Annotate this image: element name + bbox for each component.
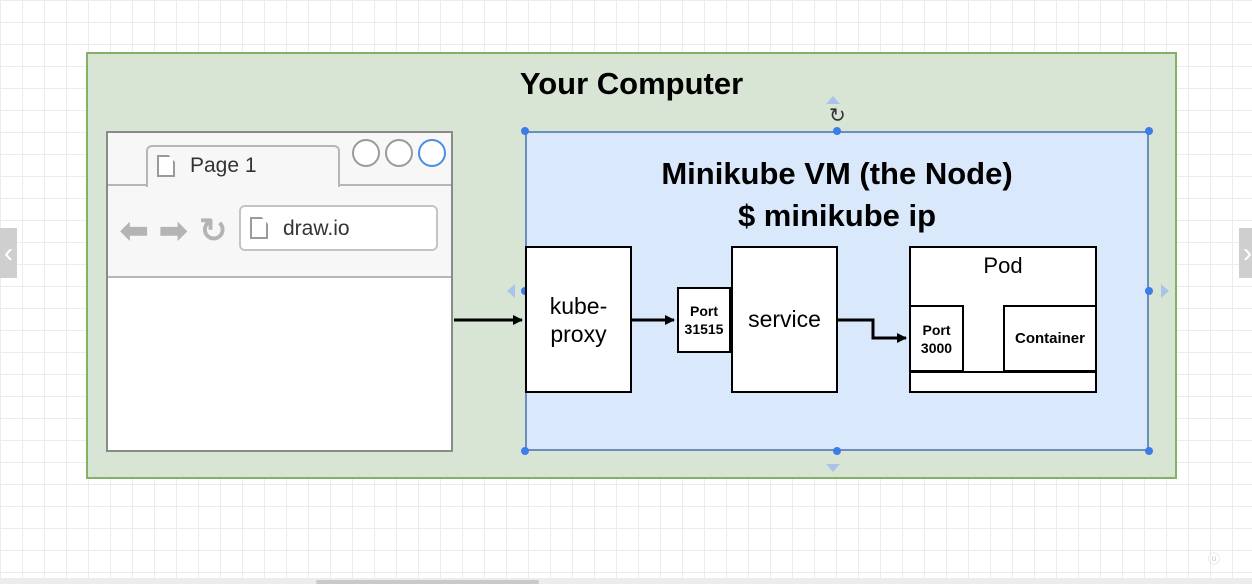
resize-handle[interactable] <box>521 447 529 455</box>
browser-tab-label: Page 1 <box>190 154 257 177</box>
reload-icon: ↻ <box>199 212 228 250</box>
hint-arrow-icon <box>507 284 515 298</box>
horizontal-scrollbar[interactable] <box>0 578 1252 584</box>
resize-handle[interactable] <box>521 127 529 135</box>
window-button-icon <box>385 139 413 167</box>
kube-proxy-box[interactable]: kube- proxy <box>525 246 632 393</box>
pod-port-label-line2: 3000 <box>920 339 953 356</box>
node-title-line2: $ minikube ip <box>737 198 937 233</box>
pod-port-label-line1: Port <box>922 321 951 338</box>
rotate-icon[interactable]: ↻ <box>829 105 846 127</box>
kube-proxy-label-line1: kube- <box>549 292 608 319</box>
service-box[interactable]: service <box>731 246 838 393</box>
node-port-label-line2: 31515 <box>684 321 724 337</box>
your-computer-title: Your Computer <box>519 66 744 101</box>
document-icon <box>157 155 175 177</box>
container-label: Container <box>1014 330 1085 347</box>
hint-arrow-icon <box>826 96 840 104</box>
service-label: service <box>748 306 821 332</box>
window-button-icon <box>352 139 380 167</box>
resize-handle[interactable] <box>833 447 841 455</box>
url-text: draw.io <box>283 217 350 240</box>
resize-handle[interactable] <box>1145 127 1153 135</box>
pod-label: Pod <box>983 253 1023 278</box>
kube-proxy-label-line2: proxy <box>550 320 607 347</box>
watermark-logo: ⓤ <box>1208 552 1221 566</box>
node-title-line1: Minikube VM (the Node) <box>661 156 1013 191</box>
pod-port-box[interactable]: Port 3000 <box>909 305 964 372</box>
hint-arrow-icon <box>826 464 840 472</box>
resize-handle[interactable] <box>1145 447 1153 455</box>
resize-handle[interactable] <box>1145 287 1153 295</box>
document-icon <box>250 217 268 239</box>
arrow-service-to-pod-port <box>838 318 907 343</box>
node-title: Minikube VM (the Node) $ minikube ip <box>525 153 1149 237</box>
pod-inner-line <box>911 371 1095 373</box>
window-button-active-icon <box>418 139 446 167</box>
browser-tab[interactable] <box>146 145 340 187</box>
resize-handle[interactable] <box>833 127 841 135</box>
arrow-right-icon: ➡ <box>159 212 188 250</box>
node-port-label-line1: Port <box>690 303 718 319</box>
arrow-left-icon: ⬅ <box>120 212 149 250</box>
container-box[interactable]: Container <box>1003 305 1097 372</box>
next-slide-button[interactable]: › <box>1239 228 1252 278</box>
hint-arrow-icon <box>1161 284 1169 298</box>
prev-slide-button[interactable]: ‹ <box>0 228 17 278</box>
scrollbar-thumb[interactable] <box>316 580 539 584</box>
node-port-box[interactable]: Port 31515 <box>677 287 731 353</box>
url-bar[interactable] <box>239 205 438 251</box>
